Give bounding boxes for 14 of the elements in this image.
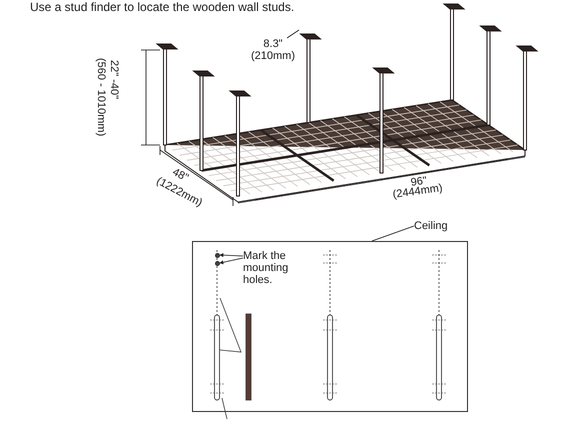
dimension-label: (560 - 1010mm) <box>95 58 107 136</box>
leader-line <box>372 226 414 242</box>
callout-text: Mark the mounting holes. <box>243 250 309 286</box>
dimension-label: 22" -40" <box>108 60 120 99</box>
mounting-hole-mark <box>215 253 220 258</box>
ceiling-panel <box>192 241 468 412</box>
instruction-text: Use a stud finder to locate the wooden wall studs. <box>30 1 294 13</box>
dimension-label: (2444mm) <box>392 182 444 201</box>
callout-text: 8.3" (210mm) <box>248 38 298 62</box>
leader-line <box>219 253 244 258</box>
callout-text: Ceiling <box>414 220 448 232</box>
mounting-hole-mark <box>215 261 220 266</box>
leader-line <box>219 258 244 264</box>
leader-line <box>286 30 300 38</box>
